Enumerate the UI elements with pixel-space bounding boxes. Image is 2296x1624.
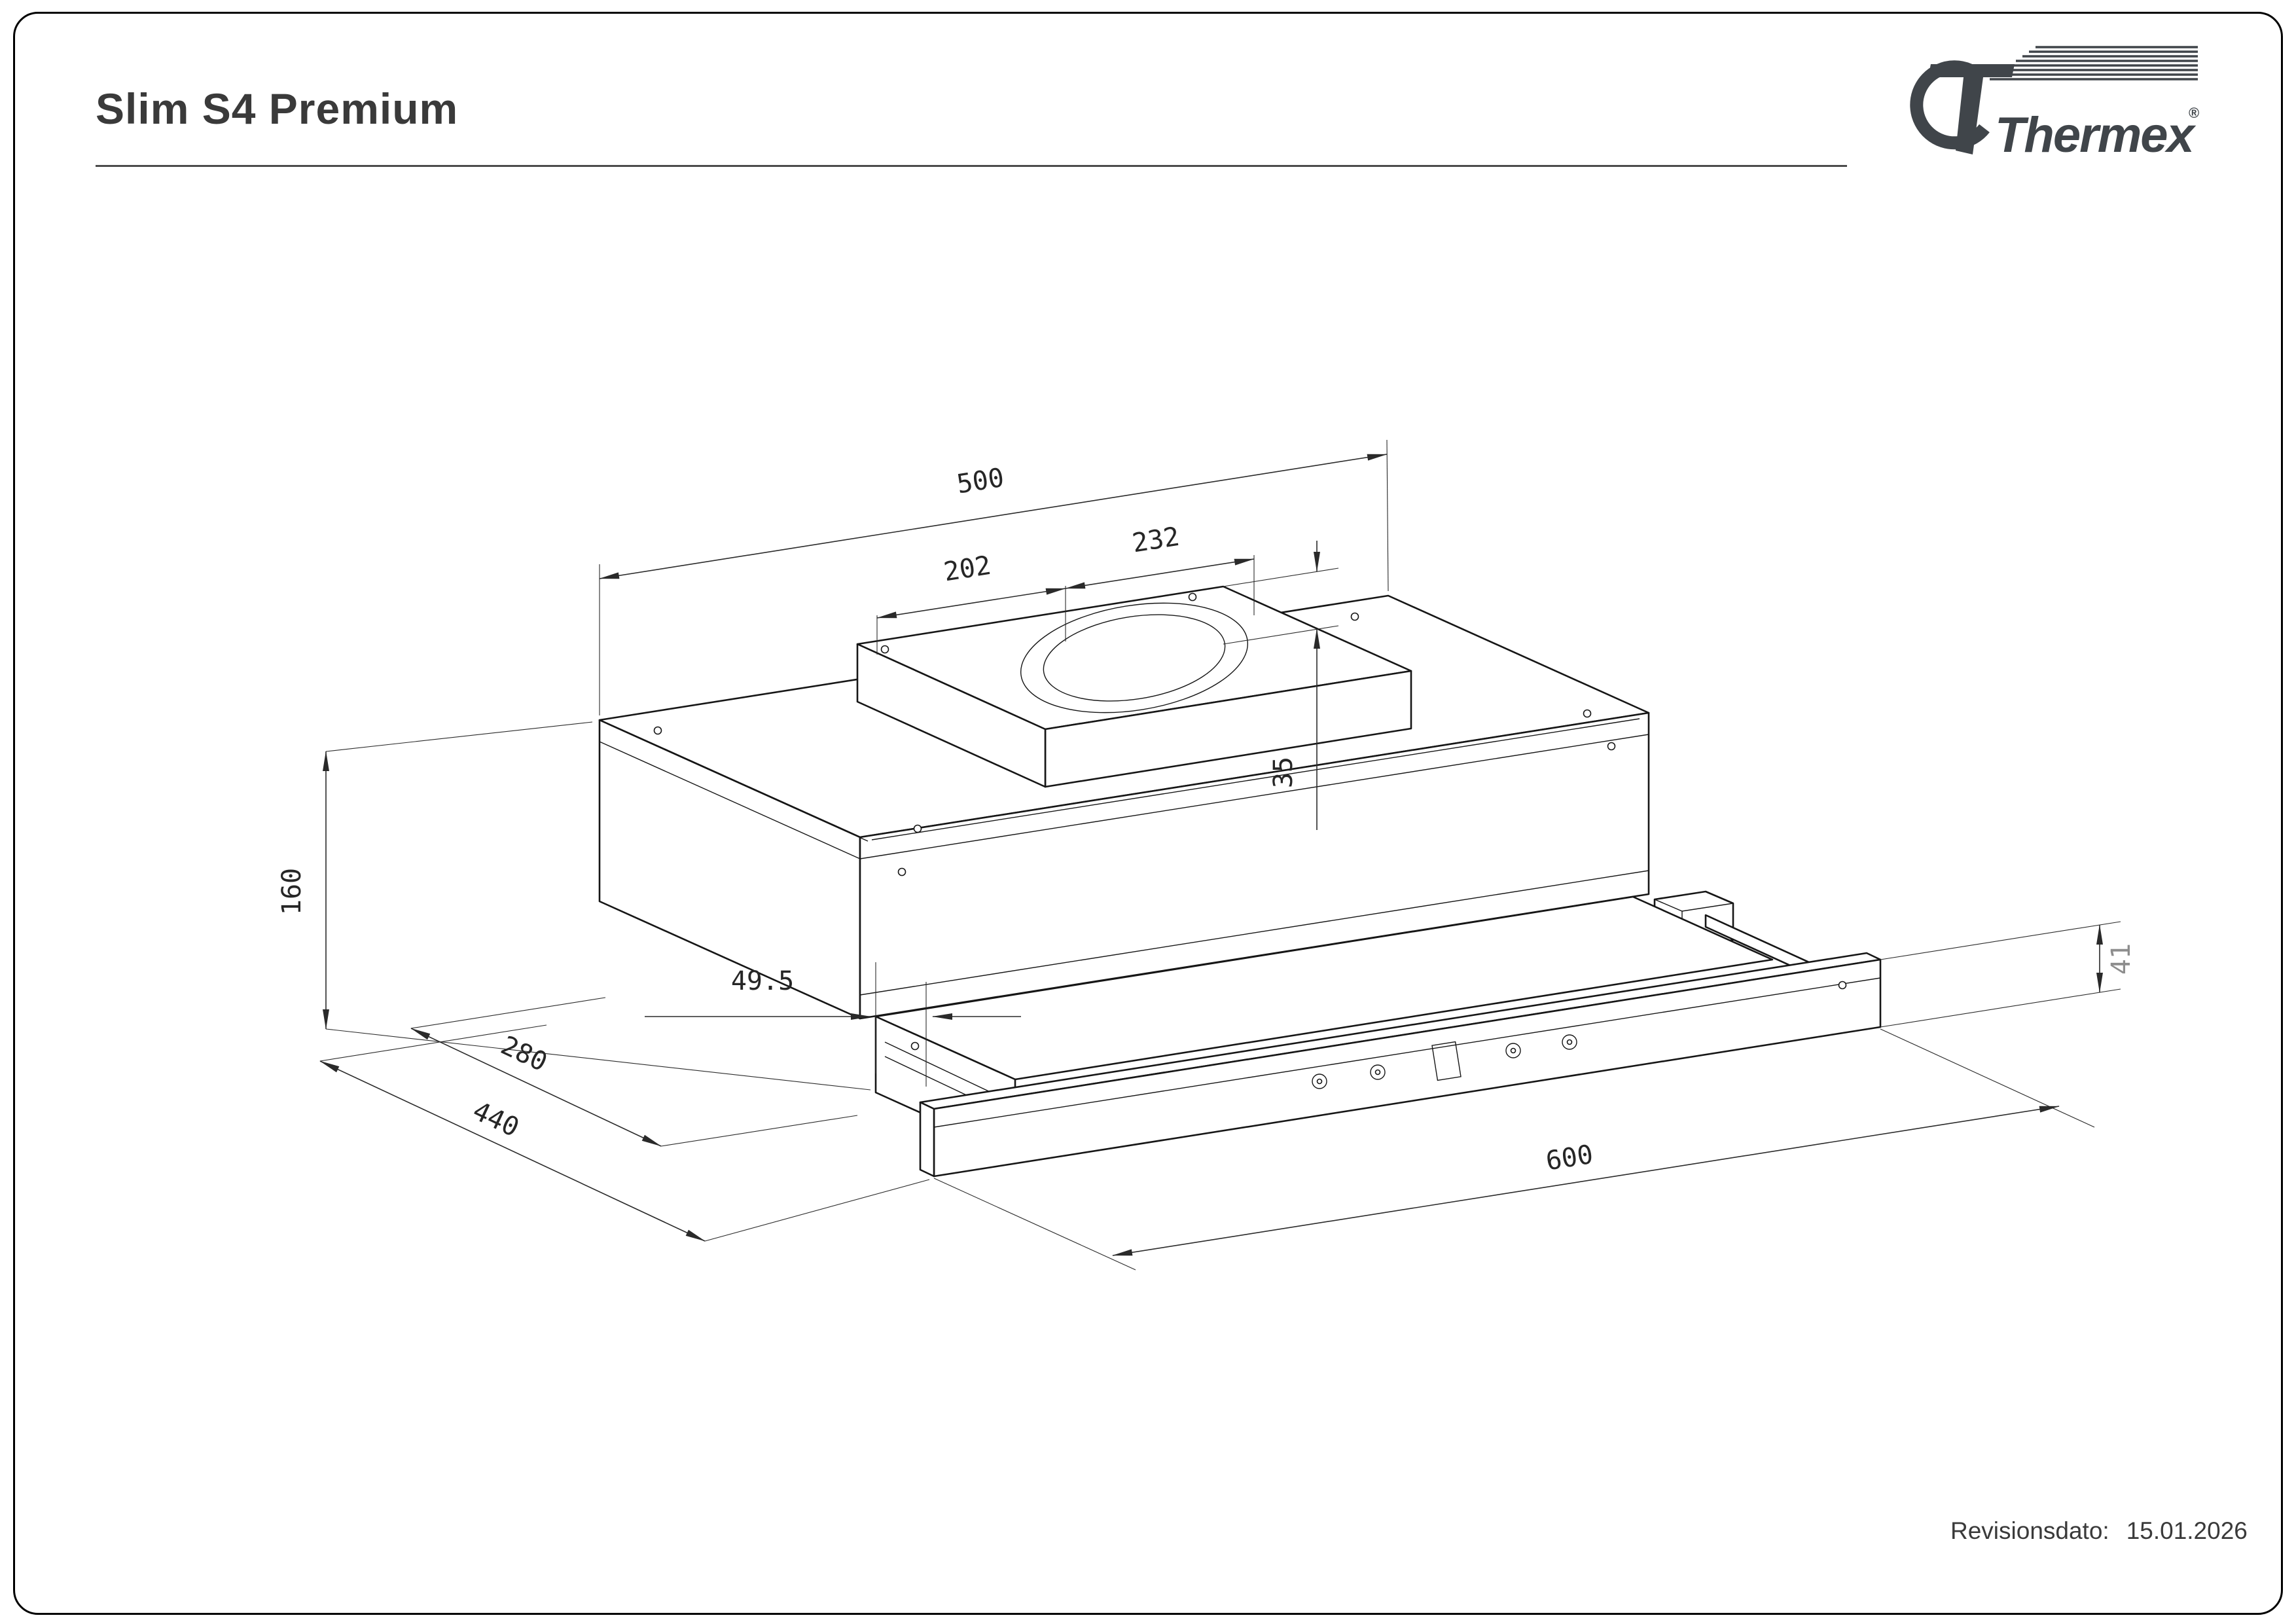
dim-49-5-overhang: 49.5 (645, 962, 1021, 1087)
dim-160-body-height: 160 (277, 721, 871, 1091)
control-panel (1312, 1034, 1577, 1089)
title-divider (96, 165, 1847, 167)
dim-280-label: 280 (496, 1030, 552, 1077)
logo-registered-mark: ® (2189, 105, 2199, 121)
display-window (1431, 1041, 1462, 1081)
dim-160-label: 160 (277, 868, 307, 915)
logo-gt-emblem (1910, 60, 2015, 154)
button-plus (1505, 1043, 1521, 1058)
dim-232-collar: 232 (1065, 522, 1255, 615)
dim-35-collar-height: 35 (1223, 541, 1339, 830)
dim-500-label: 500 (955, 463, 1007, 500)
dim-600-front-width: 600 (933, 1028, 2095, 1271)
button-minus (1370, 1064, 1386, 1080)
dim-41-label: 41 (2106, 943, 2136, 975)
dim-500-top-width: 500 (599, 439, 1389, 715)
dim-440-label: 440 (468, 1096, 524, 1143)
dim-600-label: 600 (1544, 1140, 1596, 1177)
dim-202-label: 202 (942, 550, 994, 588)
dim-41-front-height: 41 (1880, 921, 2136, 1028)
button-power (1562, 1034, 1577, 1050)
button-light (1312, 1074, 1327, 1089)
duct-collar (856, 585, 1412, 788)
dim-49-5-label: 49.5 (731, 966, 794, 996)
dim-440-depth-open: 440 (319, 1024, 930, 1242)
dim-232-label: 232 (1130, 522, 1182, 559)
thermex-logo: Thermex ® (1910, 46, 2199, 163)
dim-35-label: 35 (1268, 757, 1299, 788)
logo-wordmark: Thermex (1995, 107, 2197, 163)
page-title: Slim S4 Premium (96, 84, 459, 133)
dim-202-collar: 202 (876, 550, 1066, 655)
revision-footer: Revisionsdato: 15.01.2026 (1950, 1517, 2248, 1545)
revision-date: 15.01.2026 (2126, 1517, 2248, 1544)
logo-pinstripes (1990, 46, 2198, 81)
revision-label: Revisionsdato: (1950, 1517, 2109, 1544)
